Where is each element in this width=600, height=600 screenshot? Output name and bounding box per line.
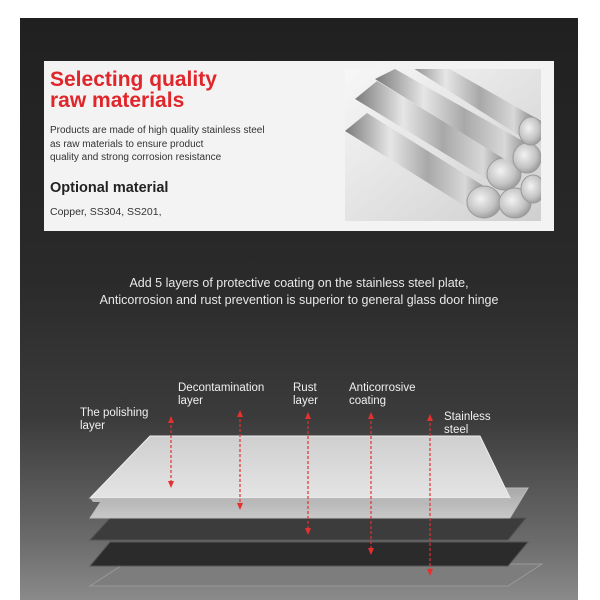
layer-anticorrosive (88, 541, 530, 567)
card-subtitle: Optional material (50, 180, 169, 196)
label-decontamination-layer: Decontamination layer (178, 382, 265, 407)
label-stainless-steel: Stainless steel (444, 411, 491, 436)
layers-diagram (88, 410, 544, 587)
label-rust-layer: Rust layer (293, 382, 318, 407)
arrow-decontamination (237, 410, 243, 510)
layer-polishing (88, 435, 511, 499)
card-title: Selecting quality raw materials (50, 68, 217, 112)
material-options: Copper, SS304, SS201, (50, 206, 162, 218)
label-anticorrosive-coating: Anticorrosive coating (349, 382, 416, 407)
label-polishing-layer: The polishing layer (80, 407, 149, 432)
arrow-rust (305, 412, 311, 535)
materials-card: Selecting quality raw materials Products… (44, 61, 554, 231)
arrow-stainless (427, 414, 433, 576)
layer-stainless (88, 563, 544, 587)
arrow-anticorrosive (368, 412, 374, 555)
card-description: Products are made of high quality stainl… (50, 125, 265, 163)
caption-line-1: Add 5 layers of protective coating on th… (129, 276, 469, 290)
product-info-panel: Selecting quality raw materials Products… (20, 18, 578, 600)
arrow-polishing (168, 416, 174, 488)
steel-rods-image (345, 69, 541, 221)
caption-line-2: Anticorrosion and rust prevention is sup… (99, 293, 499, 307)
coating-caption: Add 5 layers of protective coating on th… (20, 275, 578, 309)
rod-group (345, 69, 541, 219)
